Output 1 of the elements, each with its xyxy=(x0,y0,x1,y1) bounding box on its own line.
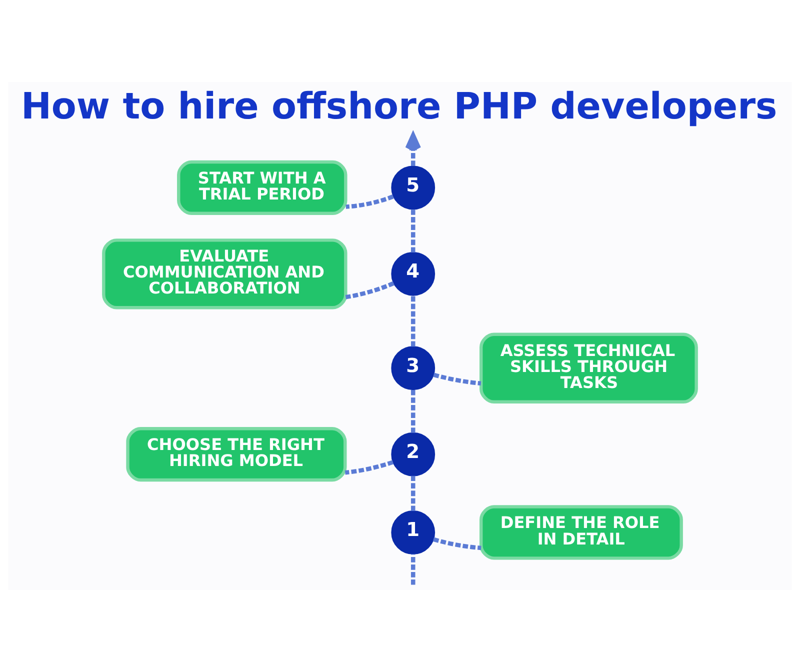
diagram-title: How to hire offshore PHP developers xyxy=(20,84,778,128)
